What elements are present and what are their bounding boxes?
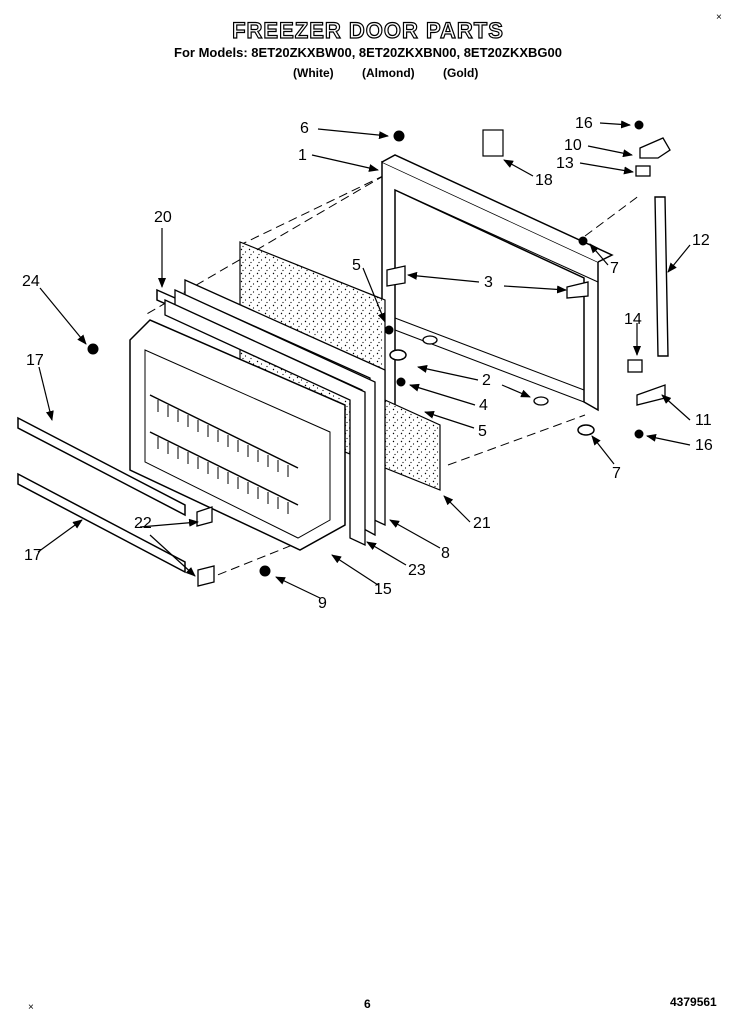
page-number: 6 (364, 997, 371, 1011)
part-12-handle (654, 196, 669, 357)
door-shelf-ribs (157, 400, 289, 514)
callout-12: 12 (692, 232, 710, 249)
diagram-title: FREEZER DOOR PARTS (231, 17, 504, 43)
color-almond-label: (Almond) (362, 66, 415, 80)
callout-2: 2 (482, 372, 491, 389)
callout-17-top: 17 (26, 352, 44, 369)
part-17-shelf-bars (17, 416, 186, 574)
callout-21: 21 (473, 515, 491, 532)
fasteners (87, 120, 644, 577)
callout-6: 6 (300, 120, 309, 137)
callout-7-bottom: 7 (612, 465, 621, 482)
callout-9: 9 (318, 595, 327, 612)
callout-5-top: 5 (352, 257, 361, 274)
part-18-label (482, 129, 504, 157)
hinge-hardware (386, 137, 671, 406)
callout-16-top: 16 (575, 115, 593, 132)
corner-mark-top-right: × (716, 12, 722, 23)
callout-20: 20 (154, 209, 172, 226)
callout-3: 3 (484, 274, 493, 291)
callout-labels: 6 1 18 16 10 13 20 7 12 5 3 24 14 17 2 4… (22, 115, 713, 612)
part-1-door-liner-frame (381, 154, 614, 422)
callout-17-bottom: 17 (24, 547, 42, 564)
callout-24: 24 (22, 273, 40, 290)
callout-15: 15 (374, 581, 392, 598)
callout-10: 10 (564, 137, 582, 154)
color-white-label: (White) (293, 66, 334, 80)
callout-7-top: 7 (610, 260, 619, 277)
models-line: For Models: 8ET20ZKXBW00, 8ET20ZKXBN00, … (174, 45, 562, 60)
callout-22: 22 (134, 515, 152, 532)
door-panel-layers (164, 278, 386, 547)
callout-16-bottom: 16 (695, 437, 713, 454)
callout-8: 8 (441, 545, 450, 562)
callout-23: 23 (408, 562, 426, 579)
callout-18: 18 (535, 172, 553, 189)
callout-11: 11 (695, 412, 712, 429)
color-gold-label: (Gold) (443, 66, 479, 80)
callout-14: 14 (624, 311, 642, 328)
document-number: 4379561 (670, 995, 717, 1009)
corner-mark-bottom-left: × (28, 1002, 34, 1013)
callout-13: 13 (556, 155, 574, 172)
callout-4: 4 (479, 397, 488, 414)
callout-5-bottom: 5 (478, 423, 487, 440)
part-22-end-caps (196, 506, 215, 587)
leader-lines (37, 120, 691, 599)
callout-1: 1 (298, 147, 307, 164)
